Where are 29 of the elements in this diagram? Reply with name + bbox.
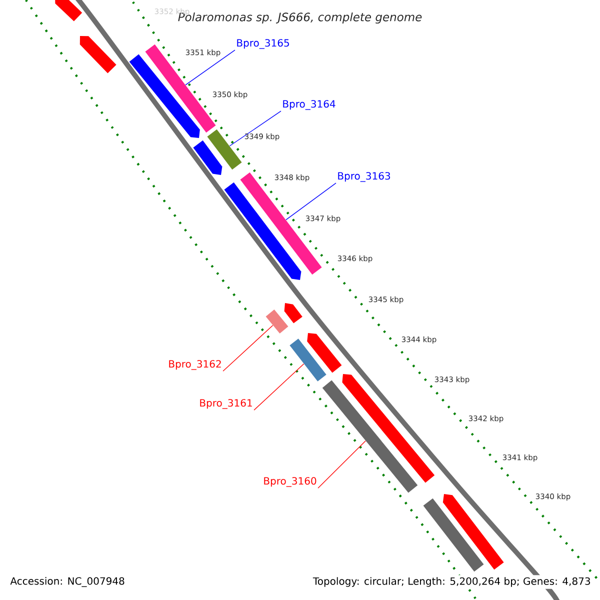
gene-feature — [284, 303, 302, 324]
gene-feature — [322, 380, 418, 493]
gene-feature — [207, 129, 242, 170]
gene-feature — [129, 54, 200, 138]
leader-line — [286, 182, 336, 220]
gene-feature — [342, 374, 435, 483]
gene-feature — [290, 338, 326, 382]
gene-label: Bpro_3162 — [169, 360, 221, 370]
gene-feature — [240, 172, 322, 275]
info-text: Topology: circular; Length: 5,200,264 bp; Genes: 4,873 — [310, 575, 593, 589]
gene-label: Bpro_3163 — [338, 172, 390, 182]
gene-feature — [224, 182, 302, 280]
gene-label: Bpro_3165 — [237, 39, 289, 49]
gene-feature — [442, 494, 504, 570]
gene-feature — [55, 0, 82, 22]
gene-label: Bpro_3160 — [264, 477, 316, 487]
info-text: Accession: NC_007948 — [8, 575, 127, 589]
gene-label: Bpro_3164 — [283, 100, 336, 110]
leader-line — [222, 325, 274, 372]
leader-line — [254, 364, 304, 410]
leader-line — [229, 110, 282, 146]
leader-line — [318, 440, 366, 488]
gene-feature — [80, 36, 116, 74]
leader-line — [185, 50, 236, 86]
gene-label: Bpro_3161 — [200, 399, 252, 409]
gene-feature — [423, 498, 484, 572]
gene-feature — [193, 140, 222, 175]
gene-feature — [266, 310, 288, 334]
gene-feature — [307, 333, 342, 373]
